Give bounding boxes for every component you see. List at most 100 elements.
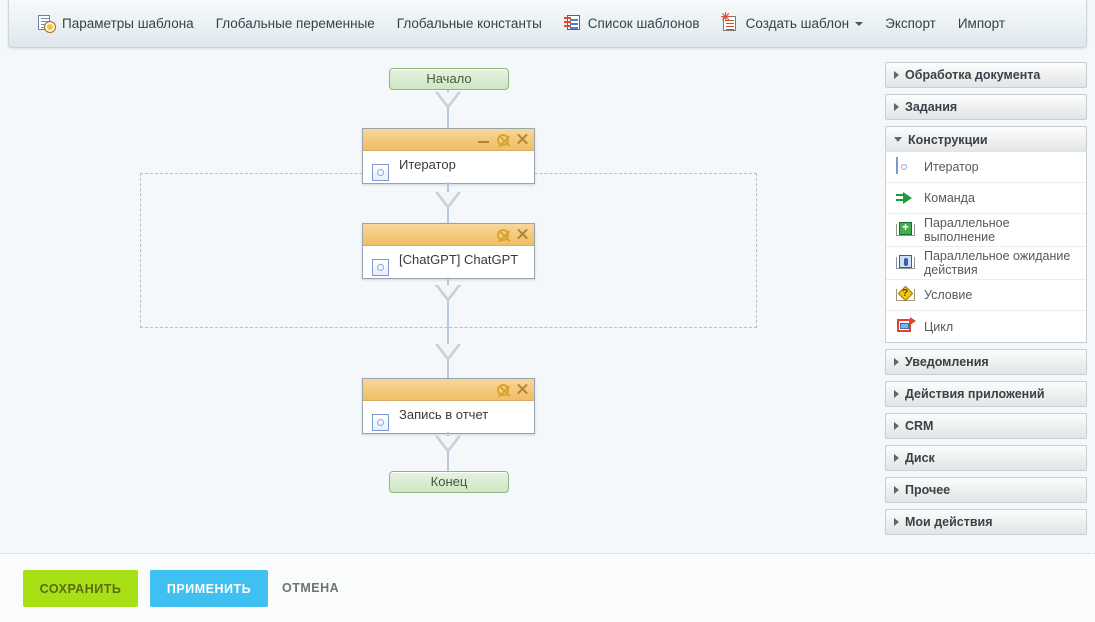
toolbar-item-create-template[interactable]: ✳ Создать шаблон <box>711 1 875 47</box>
end-node[interactable]: Конец <box>389 471 509 493</box>
minimize-icon[interactable] <box>478 134 489 145</box>
activity-node-chatgpt[interactable]: [ChatGPT] ChatGPT <box>362 223 535 279</box>
palette-section-disk[interactable]: Диск <box>885 445 1087 471</box>
activity-palette: Обработка документа Задания Конструкции … <box>885 62 1087 541</box>
toolbar-item-label: Создать шаблон <box>745 15 850 31</box>
palette-section-label: Действия приложений <box>905 387 1045 401</box>
connector-arrow <box>435 192 461 209</box>
chevron-right-icon <box>894 103 899 111</box>
toolbar-item-export[interactable]: Экспорт <box>874 1 947 47</box>
palette-section-crm[interactable]: CRM <box>885 413 1087 439</box>
palette-section-label: Диск <box>905 451 935 465</box>
palette-section-label: Мои действия <box>905 515 993 529</box>
parallel-wait-icon <box>896 254 915 273</box>
activity-icon <box>372 259 389 276</box>
palette-item-parallel-wait[interactable]: Параллельное ожидание действия <box>886 247 1086 280</box>
palette-item-condition[interactable]: ? Условие <box>886 280 1086 311</box>
palette-section-label: Конструкции <box>908 132 988 147</box>
toolbar-item-label: Глобальные константы <box>396 15 542 31</box>
close-icon[interactable] <box>517 134 528 145</box>
toolbar-item-label: Импорт <box>957 15 1006 31</box>
footer-actions: СОХРАНИТЬ ПРИМЕНИТЬ ОТМЕНА <box>0 553 1095 622</box>
activity-node-iterator[interactable]: Итератор <box>362 128 535 184</box>
start-node[interactable]: Начало <box>389 68 509 90</box>
palette-item-iterator[interactable]: Итератор <box>886 152 1086 183</box>
palette-item-command[interactable]: Команда <box>886 183 1086 214</box>
toolbar-item-label: Список шаблонов <box>587 15 700 31</box>
activity-node-report[interactable]: Запись в отчет <box>362 378 535 434</box>
palette-section-label: Прочее <box>905 483 951 497</box>
palette-section-constructs-body: Итератор Команда Параллельное выполнение… <box>885 152 1087 343</box>
activity-body: Запись в отчет <box>363 401 534 433</box>
palette-section-tasks[interactable]: Задания <box>885 94 1087 120</box>
toolbar-item-global-variables[interactable]: Глобальные переменные <box>205 1 386 47</box>
palette-section-label: Уведомления <box>905 355 989 369</box>
activity-title: Итератор <box>399 157 456 172</box>
activity-body: [ChatGPT] ChatGPT <box>363 246 534 278</box>
palette-section-document-processing[interactable]: Обработка документа <box>885 62 1087 88</box>
loop-icon <box>896 317 916 336</box>
save-button[interactable]: СОХРАНИТЬ <box>23 570 138 607</box>
connector-line <box>447 277 449 372</box>
chevron-down-icon <box>855 21 864 26</box>
parallel-execution-icon <box>896 220 915 240</box>
apply-button[interactable]: ПРИМЕНИТЬ <box>150 570 268 607</box>
chevron-right-icon <box>894 358 899 366</box>
document-settings-icon <box>38 15 56 33</box>
chevron-down-icon <box>894 137 902 142</box>
connector-line <box>447 348 449 383</box>
new-template-icon: ✳ <box>721 11 739 32</box>
gear-icon[interactable] <box>497 133 509 146</box>
toolbar-item-template-list[interactable]: Список шаблонов <box>553 1 711 47</box>
connector-arrow <box>435 344 461 361</box>
palette-section-app-actions[interactable]: Действия приложений <box>885 381 1087 407</box>
palette-section-label: Обработка документа <box>905 68 1041 82</box>
palette-item-label: Цикл <box>924 319 954 334</box>
connector-arrow <box>435 436 461 453</box>
condition-icon: ? <box>896 285 915 305</box>
palette-item-label: Параллельное выполнение <box>924 216 1010 244</box>
gear-icon[interactable] <box>497 383 509 396</box>
iterator-icon <box>372 164 389 181</box>
palette-section-my-actions[interactable]: Мои действия <box>885 509 1087 535</box>
cancel-button[interactable]: ОТМЕНА <box>282 581 340 595</box>
palette-section-constructs[interactable]: Конструкции <box>885 126 1087 152</box>
main-toolbar: Параметры шаблона Глобальные переменные … <box>8 0 1087 48</box>
palette-item-label: Параллельное ожидание действия <box>924 249 1071 277</box>
toolbar-item-label: Параметры шаблона <box>62 15 194 31</box>
workflow-canvas[interactable]: Начало Итератор [ChatGPT] ChatGPT <box>0 48 875 553</box>
iterator-icon <box>896 156 915 177</box>
command-icon <box>896 189 915 208</box>
chevron-right-icon <box>894 390 899 398</box>
gear-icon[interactable] <box>497 228 509 241</box>
palette-section-other[interactable]: Прочее <box>885 477 1087 503</box>
palette-item-label: Команда <box>924 191 975 205</box>
close-icon[interactable] <box>517 229 528 240</box>
activity-header <box>363 379 534 401</box>
palette-item-loop[interactable]: Цикл <box>886 311 1086 342</box>
template-list-icon <box>563 15 581 32</box>
close-icon[interactable] <box>517 384 528 395</box>
toolbar-item-label: Экспорт <box>885 15 936 31</box>
activity-body: Итератор <box>363 151 534 183</box>
activity-title: [ChatGPT] ChatGPT <box>399 252 519 267</box>
palette-item-label: Итератор <box>924 160 979 174</box>
connector-line <box>447 90 449 137</box>
activity-header <box>363 224 534 246</box>
palette-section-label: CRM <box>905 419 934 433</box>
toolbar-item-global-constants[interactable]: Глобальные константы <box>386 1 553 47</box>
activity-title: Запись в отчет <box>399 407 489 422</box>
palette-item-parallel-execution[interactable]: Параллельное выполнение <box>886 214 1086 247</box>
chevron-right-icon <box>894 518 899 526</box>
activity-icon <box>372 414 389 431</box>
toolbar-item-import[interactable]: Импорт <box>947 1 1016 47</box>
chevron-right-icon <box>894 454 899 462</box>
toolbar-item-template-parameters[interactable]: Параметры шаблона <box>27 1 205 47</box>
connector-arrow <box>435 92 461 109</box>
chevron-right-icon <box>894 71 899 79</box>
palette-section-notifications[interactable]: Уведомления <box>885 349 1087 375</box>
chevron-right-icon <box>894 486 899 494</box>
palette-section-label: Задания <box>905 100 958 114</box>
activity-header <box>363 129 534 151</box>
connector-arrow <box>435 285 461 302</box>
